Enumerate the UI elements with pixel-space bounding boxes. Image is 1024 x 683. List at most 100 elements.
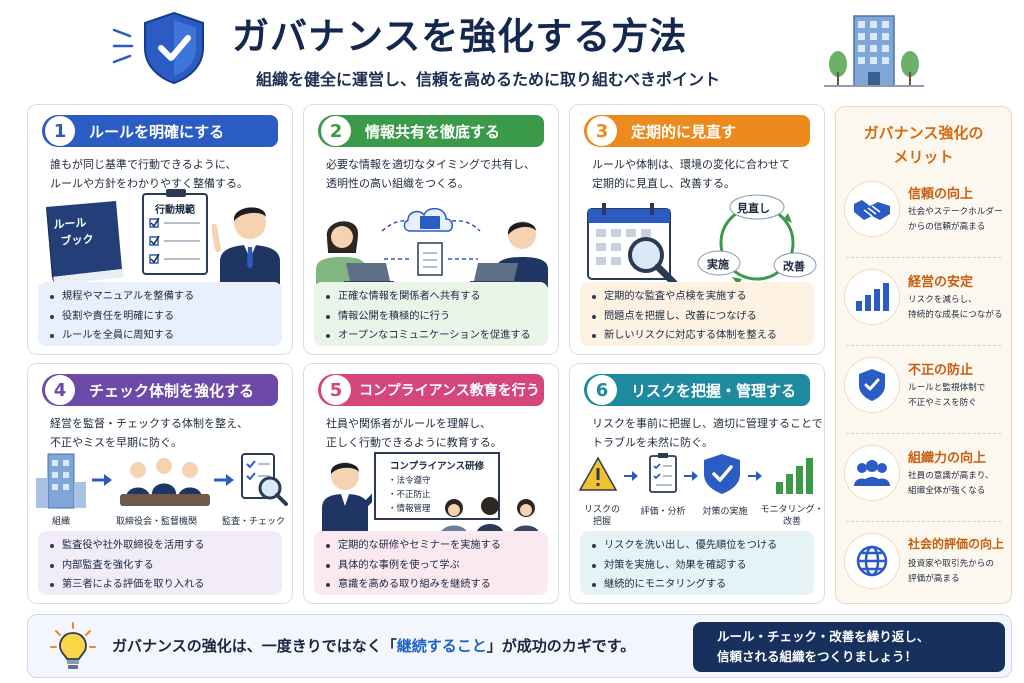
bullet-item: 情報公開を積極的に行う [326, 307, 538, 327]
card-number: 6 [587, 375, 617, 405]
merit-stability: 経営の安定 リスクを減らし、持続的な成長につながる [844, 263, 1004, 335]
card-number: 4 [45, 375, 75, 405]
merit-desc: ルールと監視体制で [908, 383, 986, 393]
instructor-illustration [318, 450, 377, 534]
bullet-item: 内部監査を強化する [50, 556, 272, 576]
shield-icon [844, 357, 900, 413]
card-desc-line: 社員や関係者がルールを理解し、 [326, 417, 491, 430]
card-number: 2 [321, 116, 351, 146]
risk-flow-illustration [576, 452, 820, 506]
code-of-conduct-board: 行動規範 [142, 189, 208, 275]
card-desc-line: 不正やミスを早期に防ぐ。 [50, 436, 182, 449]
merit-title: 経営の安定 [908, 275, 974, 290]
risk-step-label: モニタリング・ 改善 [760, 505, 824, 527]
merit-desc: 社会やステークホルダー [908, 207, 1003, 217]
lightbulb-icon [48, 621, 98, 677]
merit-title: 不正の防止 [908, 363, 974, 378]
card-desc-line: ルールや体制は、環境の変化に合わせて [592, 158, 790, 171]
card-number: 1 [45, 116, 75, 146]
illustration-label: 組織 [52, 517, 71, 527]
footer-message: ガバナンスの強化は、一度きりではなく「継続すること」が成功のカギです。 [112, 637, 636, 655]
card-clear-rules: 1 ルールを明確にする 誰もが同じ基準で行動できるように、ルールや方針をわかりやす… [27, 104, 293, 355]
merit-desc: リスクを減らし、 [908, 295, 977, 305]
bullet-item: 定期的な監査や点検を実施する [592, 287, 804, 307]
bullet-item: 正確な情報を関係者へ共有する [326, 287, 538, 307]
board-item: ・不正防止 [388, 490, 431, 500]
book-label: ブック [60, 232, 94, 248]
bullet-item: リスクを洗い出し、優先順位をつける [592, 536, 804, 556]
bullet-item: 問題点を把握し、改善につなげる [592, 307, 804, 327]
risk-step-label: 対策の実施 [702, 507, 748, 517]
merits-panel: ガバナンス強化のメリット 信頼の向上 社会やステークホルダーからの信頼が高まる … [835, 106, 1012, 604]
bullet-item: 規程やマニュアルを整備する [50, 287, 272, 307]
risk-step-label: リスクの 把握 [583, 505, 620, 527]
bullet-item: 対策を実施し、効果を確認する [592, 556, 804, 576]
bullet-item: 定期的な研修やセミナーを実施する [326, 536, 538, 556]
card-desc-line: 定期的に見直し、改善する。 [592, 177, 735, 190]
bullet-item: 監査役や社外取締役を活用する [50, 536, 272, 556]
merit-reputation: 社会的評価の向上 投資家や取引先からの評価が高まる [844, 527, 1004, 599]
card-number: 3 [587, 116, 617, 146]
merit-organization: 組織力の向上 社員の意識が高まり、組織全体が強くなる [844, 439, 1004, 511]
card-title: チェック体制を強化する [89, 381, 255, 400]
page-subtitle: 組織を健全に運営し、信頼を高めるために取り組むべきポイント [256, 70, 721, 89]
merit-desc: 持続的な成長につながる [908, 310, 1003, 320]
board-item: ・法令遵守 [388, 476, 431, 486]
merit-title: 組織力の向上 [908, 451, 987, 466]
bullet-item: 継続的にモニタリングする [592, 575, 804, 595]
card-title: 定期的に見直す [631, 122, 737, 141]
merit-desc: からの信頼が高まる [908, 222, 986, 232]
businessman-pointing-illustration [211, 189, 288, 285]
card-title: リスクを把握・管理する [631, 381, 797, 400]
cycle-review-label: 見直し [737, 202, 770, 215]
card-desc-line: 透明性の高い組織をつくる。 [326, 177, 469, 190]
card-desc-line: 誰もが同じ基準で行動できるように、 [50, 158, 237, 171]
training-whiteboard: コンプライアンス研修 ・法令遵守 ・不正防止 ・情報管理 [374, 452, 500, 520]
globe-icon [844, 533, 900, 589]
check-system-illustration [34, 448, 290, 516]
card-desc-line: 正しく行動できるように教育する。 [326, 436, 502, 449]
people-icon [844, 445, 900, 501]
bullet-item: 新しいリスクに対応する体制を整える [592, 326, 804, 346]
board-title: コンプライアンス研修 [389, 461, 485, 472]
merit-desc: 投資家や取引先からの [908, 559, 994, 569]
board-title: 行動規範 [155, 205, 195, 216]
merit-fraud-prevention: 不正の防止 ルールと監視体制で不正やミスを防ぐ [844, 351, 1004, 423]
card-title: ルールを明確にする [89, 122, 225, 141]
attendees-illustration [432, 494, 548, 536]
merit-trust: 信頼の向上 社会やステークホルダーからの信頼が高まる [844, 175, 1004, 247]
card-title: 情報共有を徹底する [365, 122, 501, 141]
bar-chart-icon [844, 269, 900, 325]
bullet-item: オープンなコミュニケーションを促進する [326, 326, 538, 346]
risk-step-label: 評価・分析 [640, 507, 686, 517]
footer-banner: ガバナンスの強化は、一度きりではなく「継続すること」が成功のカギです。 ルール・… [27, 614, 1012, 678]
page-title: ガバナンスを強化する方法 [232, 15, 688, 58]
info-sharing-illustration [312, 197, 552, 287]
illustration-label: 監査・チェック [222, 517, 286, 527]
illustration-label: 取締役会・監督機関 [116, 517, 198, 527]
office-building-icon [818, 12, 928, 96]
bullet-item: 役割や責任を明確にする [50, 307, 272, 327]
card-desc-line: トラブルを未然に防ぐ。 [592, 436, 713, 449]
cycle-implement-label: 実施 [707, 258, 729, 271]
shield-check-icon [141, 10, 207, 90]
card-desc-line: ルールや方針をわかりやすく整備する。 [50, 177, 248, 190]
footer-callout: ルール・チェック・改善を繰り返し、信頼される組織をつくりましょう！ [693, 622, 1005, 672]
merit-desc: 評価が高まる [908, 574, 960, 584]
card-regular-review: 3 定期的に見直す ルールや体制は、環境の変化に合わせて定期的に見直し、改善する。… [569, 104, 825, 355]
rulebook-icon [38, 197, 138, 287]
card-title: コンプライアンス教育を行う [359, 383, 540, 399]
bullet-item: 具体的な事例を使って学ぶ [326, 556, 538, 576]
merits-title: ガバナンス強化のメリット [863, 124, 984, 166]
footer-highlight: 継続すること [396, 637, 487, 655]
board-item: ・情報管理 [388, 504, 431, 514]
bullet-item: 意識を高める取り組みを継続する [326, 575, 538, 595]
merit-title: 社会的評価の向上 [908, 537, 1005, 551]
merit-desc: 組織全体が強くなる [908, 486, 986, 496]
merit-title: 信頼の向上 [908, 187, 974, 202]
cycle-diagram [692, 193, 822, 293]
